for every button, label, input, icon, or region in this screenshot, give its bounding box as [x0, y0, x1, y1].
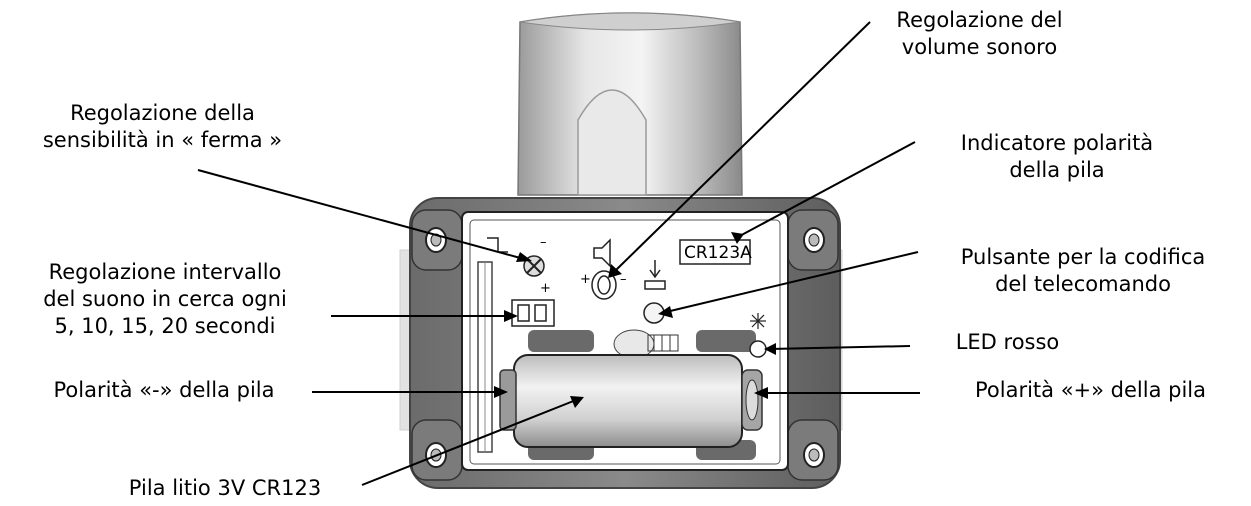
label-battery-text: Pila litio 3V CR123 — [128, 476, 322, 500]
label-volume-line2: volume sonoro — [901, 35, 1058, 59]
leader-volume — [615, 21, 871, 271]
label-polarity-indicator-line2: della pila — [1009, 158, 1105, 182]
polarity-label: CR123A — [679, 239, 752, 265]
volume-trimmer: + – — [580, 238, 627, 300]
leader-lines — [197, 21, 920, 486]
label-polarity-indicator-line1: Indicatore polarità — [960, 131, 1154, 155]
svg-text:–: – — [620, 272, 627, 287]
arrow-neg — [494, 386, 508, 398]
battery-marking: CR123A — [684, 243, 752, 263]
dome — [517, 12, 743, 196]
label-pos-polarity: Polarità «+» della pila — [938, 377, 1243, 404]
svg-text:+: + — [540, 281, 551, 296]
label-neg-polarity: Polarità «-» della pila — [14, 377, 314, 404]
label-interval-line3: 5, 10, 15, 20 secondi — [54, 314, 276, 338]
arrow-button — [658, 306, 673, 318]
arrow-battery — [570, 396, 584, 408]
label-neg-polarity-text: Polarità «-» della pila — [53, 378, 275, 402]
label-led-text: LED rosso — [955, 330, 1060, 354]
red-led — [749, 313, 767, 358]
label-button-line1: Pulsante per la codifica — [960, 245, 1206, 269]
leader-sensitivity — [197, 169, 525, 260]
label-battery: Pila litio 3V CR123 — [85, 475, 365, 502]
label-interval-line1: Regolazione intervallo — [48, 260, 282, 284]
label-volume-line1: Regolazione del — [896, 8, 1063, 32]
label-led: LED rosso — [940, 329, 1075, 356]
arrow-volume — [608, 264, 622, 278]
label-pos-polarity-text: Polarità «+» della pila — [974, 378, 1206, 402]
svg-text:–: – — [540, 235, 547, 250]
label-button-line2: del telecomando — [995, 272, 1171, 296]
arrow-pos — [754, 387, 768, 399]
label-volume: Regolazione del volume sonoro — [842, 7, 1117, 61]
leader-button — [665, 251, 919, 313]
svg-text:+: + — [580, 272, 591, 287]
label-sensitivity: Regolazione della sensibilità in « ferma… — [0, 100, 325, 154]
leader-led — [769, 345, 911, 350]
leader-polarity-indicator — [735, 141, 916, 239]
label-polarity-indicator: Indicatore polarità della pila — [912, 130, 1202, 184]
arrowheads — [494, 232, 776, 408]
label-sensitivity-line2: sensibilità in « ferma » — [42, 128, 283, 152]
arrow-sensitivity — [516, 252, 532, 262]
arrow-polarity-indicator — [731, 232, 744, 244]
label-sensitivity-line1: Regolazione della — [70, 101, 255, 125]
dip-switch — [511, 299, 555, 327]
label-button: Pulsante per la codifica del telecomando — [918, 244, 1248, 298]
leader-battery — [361, 399, 577, 486]
arrow-interval — [504, 310, 518, 322]
arrow-led — [764, 343, 776, 355]
label-interval-line2: del suono in cerca ogni — [43, 287, 287, 311]
battery — [499, 354, 763, 448]
label-interval: Regolazione intervallo del suono in cerc… — [0, 259, 330, 340]
